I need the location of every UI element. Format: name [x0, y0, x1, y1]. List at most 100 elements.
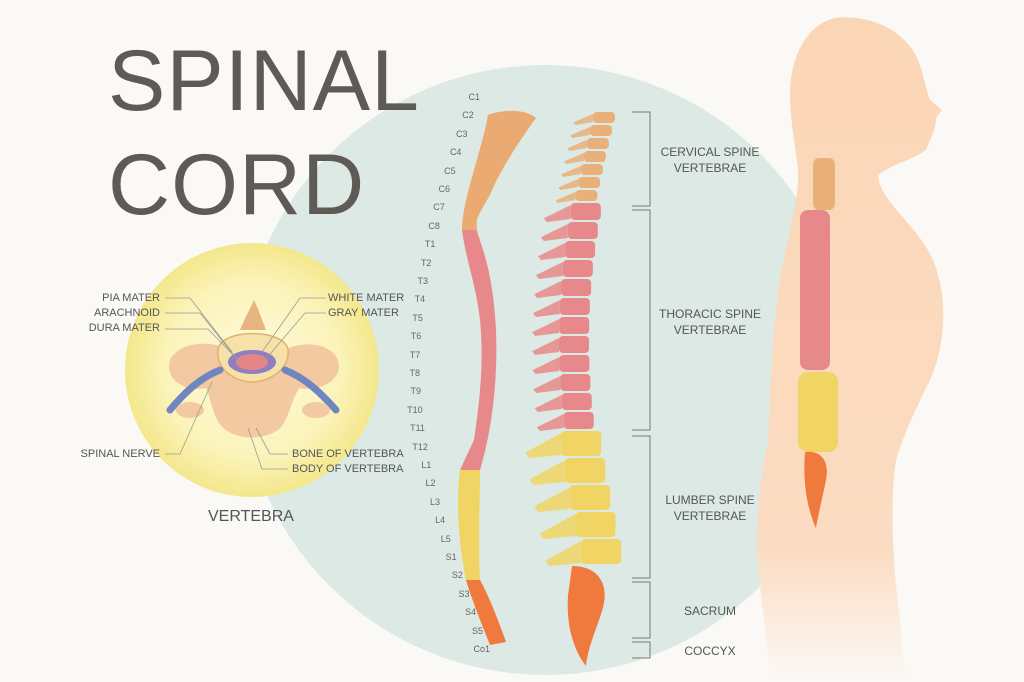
vertebra-body-segment [561, 431, 602, 456]
title-line-1: SPINAL [108, 33, 420, 129]
section-sacrum: SACRUM [683, 604, 736, 618]
vertebra-process-segment [543, 205, 571, 222]
section-coccyx: COCCYX [684, 644, 736, 658]
vertebra-body-segment [565, 241, 596, 258]
vertebra-body-segment [559, 317, 590, 334]
vertebra-body-segment [589, 125, 612, 136]
vertebra-process-segment [536, 414, 564, 431]
label-white-mater: WHITE MATER [328, 292, 405, 304]
level-label-s5: S5 [472, 625, 484, 636]
label-dura-mater: DURA MATER [88, 322, 160, 334]
vertebra-process-segment [532, 357, 560, 374]
level-label-l1: L1 [421, 460, 432, 470]
vertebra-body-segment [562, 260, 593, 277]
vertebra-body-segment [565, 458, 606, 483]
level-label-l4: L4 [435, 515, 446, 526]
level-label-t2: T2 [420, 257, 432, 268]
vertebra-body-segment [570, 485, 611, 510]
level-label-c5: C5 [444, 165, 456, 176]
level-label-t9: T9 [410, 386, 421, 397]
level-label-s3: S3 [458, 588, 470, 599]
sacrum-shape [567, 566, 605, 666]
vertebra-body-segment [570, 203, 601, 220]
level-label-t5: T5 [412, 312, 423, 323]
label-spinal-nerve: SPINAL NERVE [80, 448, 160, 460]
level-label-t4: T4 [414, 294, 426, 305]
vertebra-process-segment [534, 395, 562, 412]
section-cervical-line1: CERVICAL SPINE [660, 145, 760, 159]
section-lumbar-line2: VERTEBRAE [673, 509, 747, 524]
vertebra-process-segment [532, 300, 560, 317]
level-label-s4: S4 [465, 607, 477, 618]
vertebra-process-segment [561, 166, 581, 177]
vertebra-body-segment [563, 412, 594, 429]
vertebra-process-segment [555, 192, 576, 203]
vertebra-body-segment [559, 355, 590, 372]
section-cervical-line2: VERTEBRAE [673, 161, 747, 176]
vertebra-process-segment [540, 224, 568, 241]
level-label-c3: C3 [456, 128, 468, 139]
vertebra-process-segment [535, 262, 563, 279]
vertebra-process-segment [570, 127, 590, 138]
label-bone-of-vertebra: BONE OF VERTEBRA [292, 448, 404, 460]
level-label-c4: C4 [449, 147, 462, 158]
vertebra-body-segment [567, 222, 598, 239]
section-lumbar: LUMBER SPINE VERTEBRAE [640, 492, 780, 524]
vertebra-body-segment [561, 279, 592, 296]
level-label-c2: C2 [462, 110, 474, 121]
vertebra-body-segment [580, 164, 603, 175]
leader-lines [165, 297, 326, 470]
vertebra-body-segment [561, 393, 592, 410]
level-label-c7: C7 [433, 202, 445, 213]
level-label-l2: L2 [425, 478, 436, 489]
level-label-t10: T10 [407, 404, 423, 415]
vertebra-process-segment [533, 376, 561, 393]
vertebra-body-segment [575, 190, 598, 201]
vertebra-process-segment [564, 153, 584, 164]
vertebra-process-segment [558, 179, 579, 190]
spinal-cord-strip [458, 110, 536, 645]
section-thoracic-line1: THORACIC SPINE [658, 307, 761, 321]
vertebra-body-segment [560, 374, 591, 391]
vertebra-body-segment [586, 138, 609, 149]
vertebra-process-segment [534, 281, 562, 298]
level-label-t8: T8 [409, 368, 420, 378]
vertebra-cross-section [125, 243, 379, 497]
vertebra-process-segment [539, 514, 576, 539]
level-label-t12: T12 [412, 441, 428, 452]
label-pia-mater: PIA MATER [102, 292, 160, 304]
vertebra-body-segment [559, 336, 590, 353]
vertebra-process-segment [532, 319, 560, 336]
vertebra-body-segment [581, 539, 622, 564]
label-body-of-vertebra: BODY OF VERTEBRA [292, 463, 404, 475]
vertebra-process-segment [573, 114, 593, 125]
vertebra-process-segment [532, 338, 560, 355]
level-label-t11: T11 [410, 423, 425, 434]
label-gray-mater: GRAY MATER [328, 307, 399, 319]
section-cervical: CERVICAL SPINE VERTEBRAE [640, 144, 780, 176]
level-label-c1: C1 [468, 92, 480, 102]
vertebra-process-segment [538, 243, 566, 260]
level-label-l3: L3 [430, 496, 441, 507]
level-label-c8: C8 [428, 220, 440, 231]
vertebra-caption: VERTEBRA [208, 508, 294, 525]
label-arachnoid: ARACHNOID [93, 307, 160, 319]
level-label-t6: T6 [410, 331, 422, 342]
vertebra-process-segment [534, 487, 571, 512]
level-label-t7: T7 [409, 349, 421, 360]
vertebra-body-segment [593, 112, 615, 123]
section-thoracic-line2: VERTEBRAE [673, 323, 747, 338]
human-silhouette [757, 17, 944, 682]
vertebra-process-segment [525, 433, 562, 458]
level-label-co1: Co1 [473, 644, 490, 654]
vertebra-body-segment [575, 512, 616, 537]
level-label-l5: L5 [440, 533, 451, 544]
level-label-s1: S1 [445, 552, 457, 562]
vertebra-body-segment [578, 177, 601, 188]
vertebra-body-segment [559, 298, 590, 315]
section-brackets [632, 111, 651, 659]
section-thoracic: THORACIC SPINE VERTEBRAE [640, 306, 780, 338]
vertebra-process-segment [567, 140, 587, 151]
